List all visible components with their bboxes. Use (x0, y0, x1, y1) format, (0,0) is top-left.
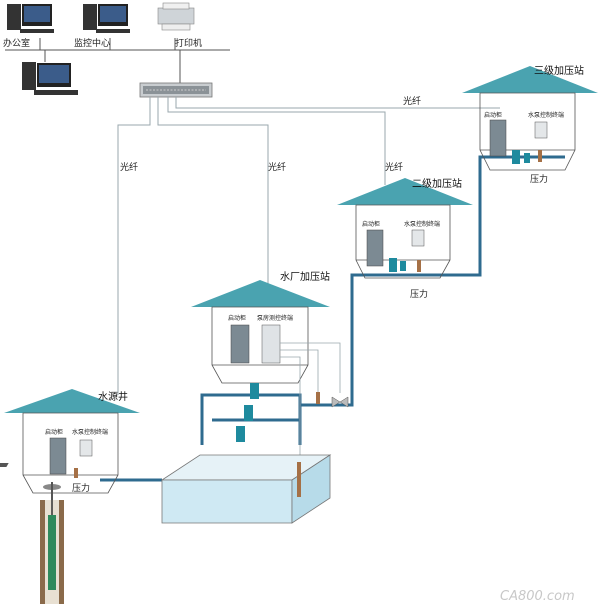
pressure-sensor-icon (316, 392, 320, 404)
pump-icon (236, 426, 245, 442)
level3-title: 三级加压站 (534, 64, 584, 77)
pump-icon (250, 383, 259, 399)
plant-title: 水厂加压站 (280, 270, 330, 283)
well-start-cabinet: 启动柜 (45, 428, 63, 436)
level3-station (462, 66, 598, 171)
control-terminal-icon (79, 439, 93, 457)
fiber-cables (117, 97, 500, 395)
level3-terminal: 水泵控制终端 (528, 111, 564, 119)
pump-icon (389, 258, 397, 272)
well-shaft (40, 500, 64, 604)
level3-pressure: 压力 (530, 173, 548, 185)
printer-label: 打印机 (175, 37, 202, 49)
level2-title: 二级加压站 (412, 177, 462, 190)
water-pipeline (100, 155, 565, 482)
well-pressure: 压力 (72, 482, 90, 494)
printer-icon (157, 2, 195, 31)
watermark-text: CA800.com (500, 589, 575, 604)
office-label: 办公室 (3, 37, 30, 49)
submersible-pump-icon (48, 515, 56, 590)
level2-start-cabinet: 启动柜 (362, 220, 380, 228)
office-computer-icon (7, 4, 54, 33)
start-cabinet-icon (49, 437, 67, 475)
well-title: 水源井 (98, 390, 128, 403)
plant-start-cabinet: 启动柜 (228, 314, 246, 322)
level3-start-cabinet: 启动柜 (484, 111, 502, 119)
control-center-computer-icon (83, 4, 130, 33)
fiber-label-1: 光纤 (120, 161, 138, 173)
plant-terminal: 泵房测控终端 (257, 314, 293, 322)
control-center-label: 监控中心 (74, 37, 110, 49)
reservoir-tank (0, 454, 332, 524)
level2-terminal: 水泵控制终端 (404, 220, 440, 228)
start-cabinet-icon (230, 324, 250, 364)
level2-pressure: 压力 (410, 288, 428, 300)
pump-icon (512, 150, 520, 164)
control-terminal-icon (534, 121, 548, 139)
fiber-label-4: 光纤 (403, 95, 421, 107)
network-switch-icon (139, 82, 213, 98)
workstation-computer-icon (22, 62, 78, 95)
flow-meter-icon (331, 396, 341, 408)
fiber-label-2: 光纤 (268, 161, 286, 173)
pressure-sensor-icon (417, 260, 421, 272)
fiber-label-3: 光纤 (385, 161, 403, 173)
well-terminal: 水泵控制终端 (72, 428, 108, 436)
well-station (4, 389, 140, 500)
control-terminal-icon (411, 229, 425, 247)
measurement-terminal-icon (261, 324, 281, 364)
pressure-sensor-icon (74, 468, 78, 478)
start-cabinet-icon (366, 229, 384, 267)
network-area: 办公室 监控中心 打印机 (3, 2, 230, 98)
start-cabinet-icon (489, 119, 507, 157)
pump-icon (244, 405, 253, 421)
plant-station (191, 280, 349, 495)
pressure-sensor-icon (538, 150, 542, 162)
level2-station (337, 178, 473, 279)
